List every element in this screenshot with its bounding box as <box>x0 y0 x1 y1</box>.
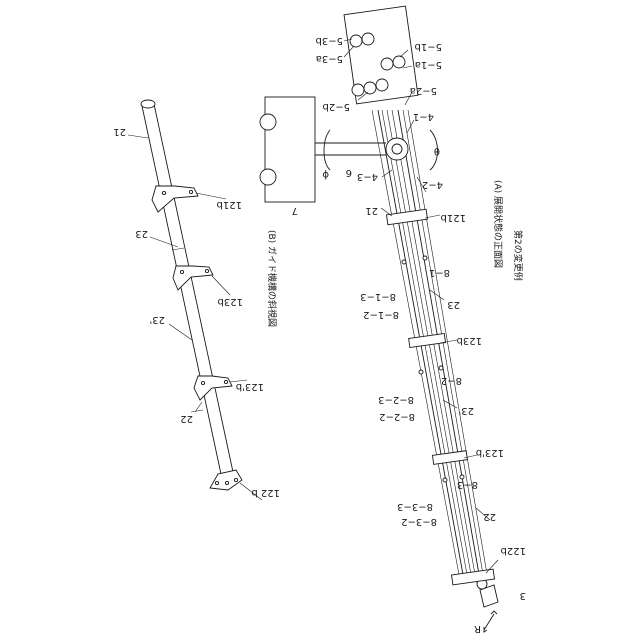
label-b-121b: 121b <box>217 199 242 210</box>
label-23: 23 <box>447 299 460 310</box>
label-5-3a: 5−3a <box>316 53 343 64</box>
label-8-1-2: 8−1−2 <box>363 309 399 320</box>
label-R: R <box>474 623 481 634</box>
front-view-a: 3 R 122b 22 8−3−2 8−3−3 8−3 123'b 23' 8−… <box>260 6 526 634</box>
label-b-21: 21 <box>113 126 126 137</box>
label-4-1: 4−1 <box>413 111 434 122</box>
label-8-2: 8−2 <box>441 375 462 386</box>
bracket-123pb <box>194 376 232 400</box>
label-8-3-3: 8−3−3 <box>397 501 433 512</box>
label-21: 21 <box>365 205 378 216</box>
guide-ring-123pb <box>432 451 467 465</box>
label-22: 22 <box>483 511 496 522</box>
guide-ring-121b <box>386 209 427 224</box>
label-5-1a: 5−1a <box>415 59 442 70</box>
bracket-121b <box>152 186 198 212</box>
label-3: 3 <box>520 590 526 601</box>
label-b-123b: 123b <box>218 296 243 307</box>
label-123pb: 123'b <box>476 447 504 458</box>
label-6: 6 <box>346 167 352 178</box>
label-theta: θ <box>434 145 440 156</box>
label-4-2: 4−2 <box>422 179 443 190</box>
label-b-22: 22 <box>180 413 193 424</box>
label-8-3: 8−3 <box>457 479 478 490</box>
perspective-view-b: 122 b 22 123'b 23' 123b 23 121b 21 (B) ガ… <box>113 100 280 500</box>
label-5-1b: 5−1b <box>415 41 442 52</box>
label-5-3b: 5−3b <box>316 35 343 46</box>
label-8-2-3: 8−2−3 <box>378 394 414 405</box>
base-unit-7 <box>260 97 315 202</box>
label-123b: 123b <box>457 335 482 346</box>
label-8-1-3: 8−1−3 <box>360 291 396 302</box>
label-23p: 23' <box>459 405 474 416</box>
guide-ring-122b <box>452 569 495 585</box>
pivot-joint <box>315 138 408 160</box>
phi-arrow <box>324 130 330 170</box>
label-121b: 121b <box>441 212 466 223</box>
bracket-122b <box>210 470 242 490</box>
caption-a: (A) 展開状態の正面図 <box>492 180 504 268</box>
pulley-box-5 <box>344 6 418 104</box>
label-122b: 122b <box>501 545 526 556</box>
caption-b: (B) ガイド機構の斜視図 <box>266 230 278 327</box>
label-5-2b: 5−2b <box>323 101 350 112</box>
label-4-3: 4−3 <box>357 171 378 182</box>
label-8-2-2: 8−2−2 <box>379 411 415 422</box>
label-phi: ϕ <box>322 169 329 180</box>
label-8-1: 8−1 <box>429 267 450 278</box>
label-b-123pb: 123'b <box>236 381 264 392</box>
example-title: 第2の変更例 <box>512 230 524 281</box>
label-8-3-2: 8−3−2 <box>401 516 437 527</box>
label-5-2a: 5−2a <box>410 85 437 96</box>
label-7: 7 <box>292 205 298 216</box>
label-b-23p: 23' <box>150 314 165 325</box>
label-b-122b: 122 b <box>251 487 280 498</box>
label-b-23: 23 <box>135 228 148 239</box>
